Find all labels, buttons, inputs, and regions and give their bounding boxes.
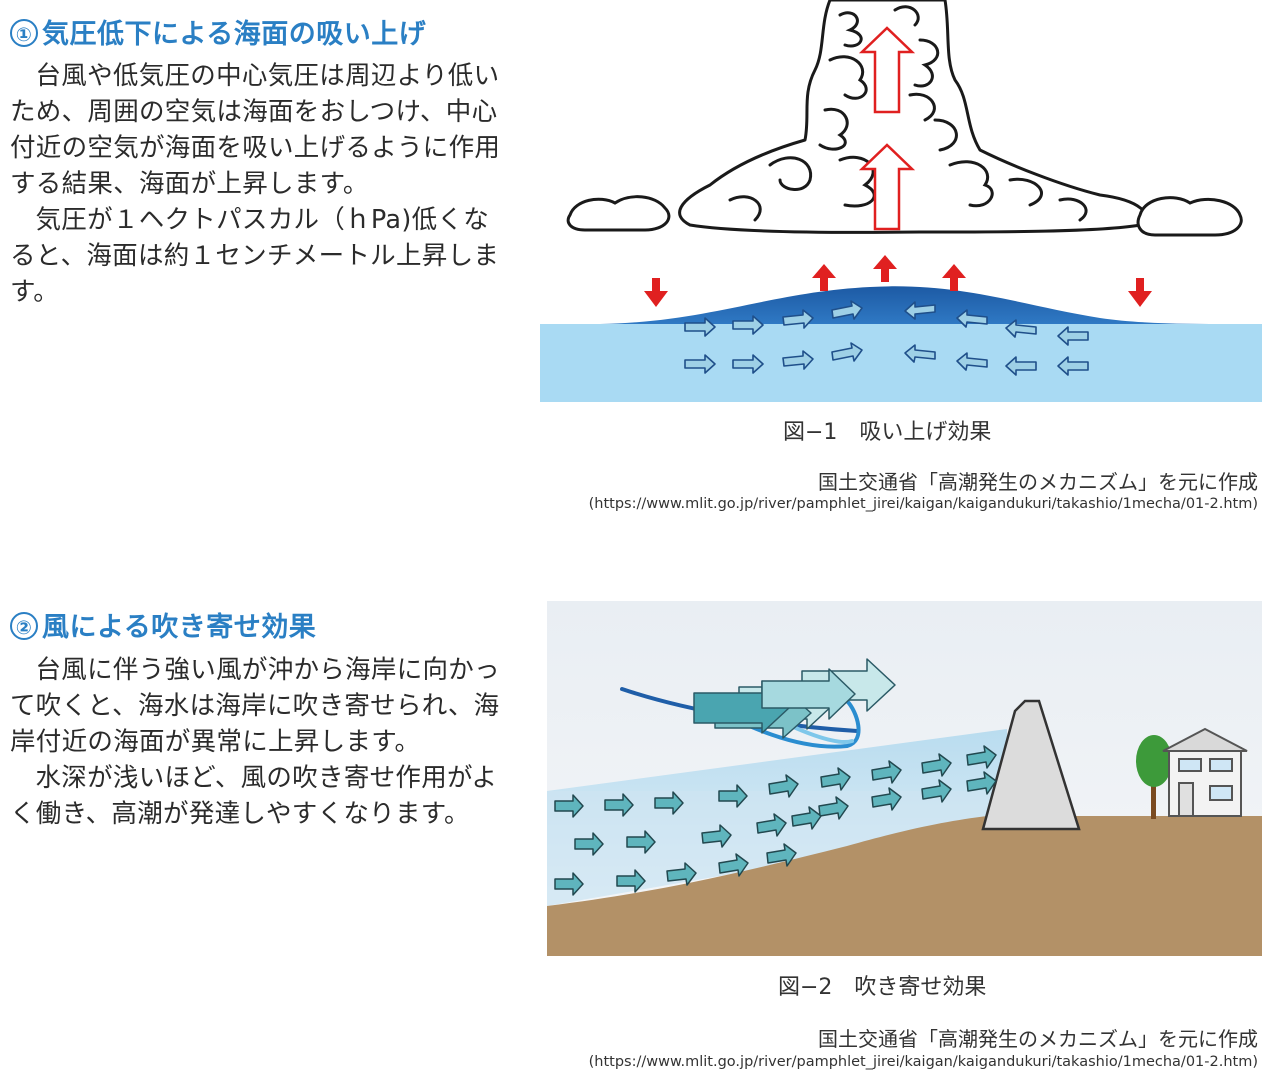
section2-body: 台風に伴う強い風が沖から海岸に向かって吹くと、海水は海岸に吹き寄せられ、海岸付近… (10, 652, 505, 832)
figure1-credit: 国土交通省「高潮発生のメカニズム」を元に作成 (818, 470, 1258, 494)
section2-title: 風による吹き寄せ効果 (42, 612, 317, 643)
figure2-credit: 国土交通省「高潮発生のメカニズム」を元に作成 (818, 1027, 1258, 1051)
tree (1136, 735, 1172, 819)
normal-water-level (547, 791, 1007, 906)
seawall (981, 699, 1081, 831)
figure2-caption: 図−2 吹き寄せ効果 (778, 975, 987, 1000)
section2-number: ② (10, 612, 38, 640)
section2-paragraph-1: 台風に伴う強い風が沖から海岸に向かって吹くと、海水は海岸に吹き寄せられ、海岸付近… (10, 655, 500, 757)
section1-body: 台風や低気圧の中心気圧は周辺より低いため、周囲の空気は海面をおしつけ、中心付近の… (10, 58, 505, 310)
rising-air-arrows (858, 26, 916, 231)
sea-body (540, 324, 1262, 402)
figure2-source-url: (https://www.mlit.go.jp/river/pamphlet_j… (588, 1054, 1258, 1070)
water-flow-arrows (554, 745, 997, 896)
figure-wind-setup-effect (547, 601, 1262, 956)
section1-paragraph-1: 台風や低気圧の中心気圧は周辺より低いため、周囲の空気は海面をおしつけ、中心付近の… (10, 61, 501, 199)
section1-number: ① (10, 19, 38, 47)
water-flow-arrows (684, 300, 1089, 376)
side-cloud-left (566, 195, 671, 232)
figure1-caption: 図−1 吸い上げ効果 (783, 420, 992, 445)
house (1162, 727, 1248, 817)
section2-paragraph-2: 水深が浅いほど、風の吹き寄せ作用がよく働き、高潮が発達しやすくなります。 (10, 763, 498, 829)
ground (547, 816, 1262, 956)
figure1-source-url: (https://www.mlit.go.jp/river/pamphlet_j… (588, 496, 1258, 512)
pressure-arrows (644, 255, 1152, 307)
side-cloud-right (1136, 196, 1243, 237)
figure-suction-effect (540, 0, 1262, 402)
section1-paragraph-2: 気圧が１ヘクトパスカル（ｈPa)低くなると、海面は約１センチメートル上昇します。 (10, 205, 500, 307)
wind-arrows (693, 658, 896, 739)
section1-title: 気圧低下による海面の吸い上げ (42, 19, 427, 50)
cumulonimbus-cloud (678, 0, 1148, 234)
